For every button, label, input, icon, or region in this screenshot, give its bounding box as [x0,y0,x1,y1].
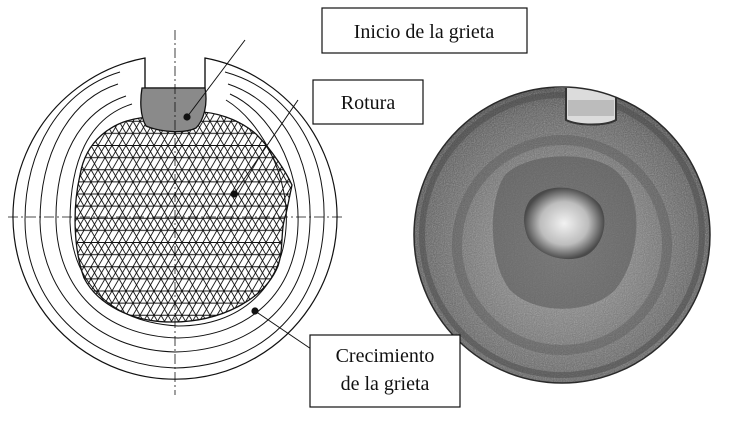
callout-fracture: Rotura [313,80,423,124]
callout-crack-start: Inicio de la grieta [322,8,527,53]
label-crack-growth-line2: de la grieta [341,373,430,395]
label-crack-growth-line1: Crecimiento [336,345,435,367]
schematic-section [8,30,345,395]
label-crack-start: Inicio de la grieta [354,21,495,43]
label-fracture: Rotura [341,92,396,114]
callout-crack-growth: Crecimiento de la grieta [310,335,460,407]
crack-initiation-zone [141,88,206,132]
